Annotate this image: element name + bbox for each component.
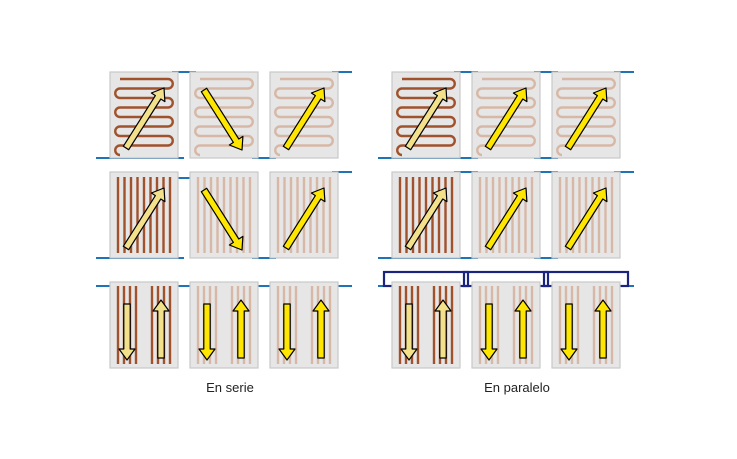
flow-arrow-up-right: [282, 187, 326, 251]
serpentine-tube: [194, 77, 254, 157]
flow-arrow-down: [278, 303, 296, 361]
collector-panel: [109, 281, 179, 369]
flow-arrow-up-right: [564, 187, 608, 251]
collector-panel: [391, 71, 461, 159]
collector-panel: [269, 171, 339, 259]
flow-arrow-up: [514, 299, 532, 359]
panel-frame: [189, 281, 259, 369]
flow-arrow-up-right: [564, 87, 608, 151]
flow-arrow-up: [232, 299, 250, 359]
flow-arrow-up-right: [122, 87, 166, 151]
collector-panel: [391, 281, 461, 369]
flow-arrow-up-right: [404, 187, 448, 251]
flow-arrow-up-right: [122, 187, 166, 251]
row-serpentine: [96, 71, 352, 159]
collector-panel: [391, 171, 461, 259]
collector-panel: [471, 171, 541, 259]
serpentine-tube: [396, 77, 456, 157]
panel-frame: [109, 281, 179, 369]
collector-panel: [471, 281, 541, 369]
serpentine-tube: [476, 77, 536, 157]
row-split: [378, 270, 634, 369]
collector-panel: [189, 71, 259, 159]
collector-panel: [551, 281, 621, 369]
row-harp: [378, 171, 634, 259]
row-serpentine: [378, 71, 634, 159]
flow-arrow-down-right: [200, 87, 244, 151]
collector-panel: [551, 71, 621, 159]
flow-arrow-down: [560, 303, 578, 361]
flow-arrow-down: [400, 303, 418, 361]
collector-panel: [109, 171, 179, 259]
flow-arrow-up-right: [484, 87, 528, 151]
collector-panel: [189, 281, 259, 369]
flow-arrow-down-right: [200, 187, 244, 251]
row-harp: [96, 171, 352, 259]
collector-panel: [109, 71, 179, 159]
flow-arrow-up-right: [282, 87, 326, 151]
panel-frame: [391, 281, 461, 369]
flow-arrow-down: [480, 303, 498, 361]
flow-arrow-up-right: [404, 87, 448, 151]
group-paralelo: [378, 71, 634, 369]
flow-arrow-up-right: [484, 187, 528, 251]
panel-frame: [551, 281, 621, 369]
flow-arrow-down: [118, 303, 136, 361]
flow-arrow-up: [434, 299, 452, 359]
panel-frame: [551, 71, 621, 159]
flow-arrow-up: [152, 299, 170, 359]
panel-frame: [471, 281, 541, 369]
flow-arrow-up: [594, 299, 612, 359]
group-serie: [96, 71, 352, 369]
collector-panel: [269, 281, 339, 369]
collector-panel: [551, 171, 621, 259]
panel-frame: [269, 281, 339, 369]
serpentine-tube: [114, 77, 174, 157]
collector-panel: [269, 71, 339, 159]
collector-panel: [189, 171, 259, 259]
caption-parallel: En paralelo: [484, 380, 550, 395]
row-split: [96, 281, 352, 369]
collector-panel: [471, 71, 541, 159]
serpentine-tube: [556, 77, 616, 157]
flow-arrow-up: [312, 299, 330, 359]
caption-series: En serie: [206, 380, 254, 395]
serpentine-tube: [274, 77, 334, 157]
flow-arrow-down: [198, 303, 216, 361]
